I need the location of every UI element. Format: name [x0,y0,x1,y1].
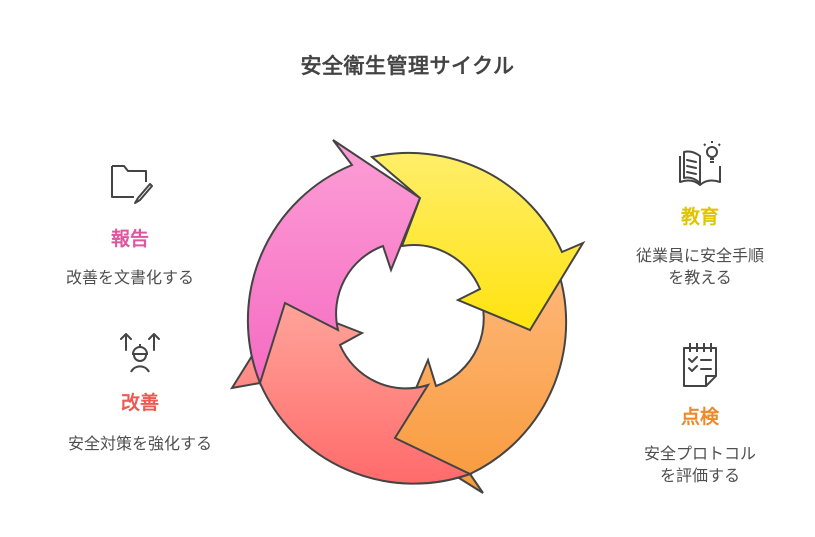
stage-heading: 報告 [110,228,149,250]
description-line-2: を教える [668,268,732,287]
diagram-title: 安全衛生管理サイクル [300,54,515,78]
arrow-improvement [229,301,473,485]
description-line-1: 従業員に安全手順 [635,246,764,265]
stage-improvement: 改善 安全対策を強化する [30,328,250,455]
arrow-report [246,139,422,386]
stage-report: 報告 改善を文書化する [30,160,230,289]
arrow-education [369,151,586,332]
folder-edit-icon [111,165,153,204]
stage-education: 教育 従業員に安全手順 を教える [600,138,800,289]
checklist-notepad-icon [683,343,717,387]
stage-heading: 教育 [680,206,719,228]
stage-description: 安全対策を強化する [67,434,212,453]
description-line-2: を評価する [659,466,740,485]
stage-description: 従業員に安全手順 を教える [600,245,800,289]
book-lightbulb-icon [679,141,721,186]
stage-heading: 点検 [680,406,719,428]
worker-arrows-up-icon [120,333,160,373]
stage-description: 改善を文書化する [65,268,194,287]
stage-inspection: 点検 安全プロトコル を評価する [600,340,800,487]
stage-description: 安全プロトコル を評価する [600,443,800,487]
description-line-1: 安全プロトコル [643,444,756,463]
stage-heading: 改善 [120,392,159,414]
